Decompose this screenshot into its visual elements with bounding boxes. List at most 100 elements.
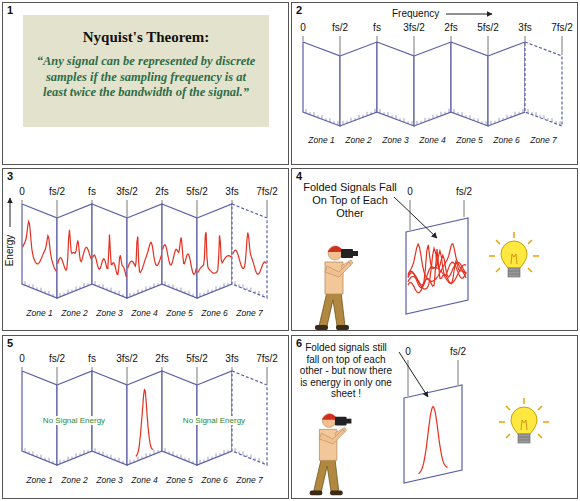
ruler-tick xyxy=(338,121,339,125)
folded-sheet xyxy=(340,42,377,126)
ruler-tick xyxy=(263,294,264,297)
ruler-tick xyxy=(169,284,170,287)
zone-label: Zone 4 xyxy=(419,135,445,145)
ruler-tick xyxy=(375,109,376,113)
zone-label: Zone 5 xyxy=(166,475,192,485)
callout-arrow xyxy=(394,197,437,238)
tick-line xyxy=(464,200,465,217)
ruler-tick xyxy=(165,448,166,452)
ruler-tick xyxy=(53,461,54,464)
folded-sheet xyxy=(451,42,488,126)
frequency-label: 0 xyxy=(300,22,306,33)
ruler-tick xyxy=(95,281,96,285)
frequency-label: 0 xyxy=(19,353,25,364)
ruler-tick xyxy=(548,118,549,121)
frequency-label: 3fs/2 xyxy=(116,353,138,364)
signal-curve xyxy=(93,235,127,278)
callout-text: Folded signals still fall on top of each… xyxy=(299,342,393,400)
ruler-tick xyxy=(72,457,73,460)
frequency-label: fs/2 xyxy=(49,353,65,364)
tick-line xyxy=(232,200,233,203)
ruler-tick xyxy=(60,293,61,297)
tick-line xyxy=(458,360,459,385)
ruler-tick xyxy=(396,115,397,119)
ruler-tick xyxy=(80,453,81,456)
tick-line xyxy=(92,200,93,203)
frequency-label: fs xyxy=(373,22,381,33)
tick-line xyxy=(57,200,58,217)
zone-label: Zone 1 xyxy=(308,135,334,145)
folded-sheet xyxy=(303,42,340,126)
ruler-tick xyxy=(458,112,459,115)
no-signal-label: No Signal Energy xyxy=(41,416,107,425)
ruler-tick xyxy=(138,290,139,294)
panel-number: 5 xyxy=(7,337,13,349)
ruler-tick xyxy=(142,290,143,293)
ruler-tick xyxy=(193,461,194,464)
ruler-tick xyxy=(355,118,356,121)
light-bulb xyxy=(499,398,549,443)
ruler-tick xyxy=(181,288,182,292)
ruler-tick xyxy=(347,121,348,124)
ruler-tick xyxy=(470,115,471,119)
frequency-label: 7fs/2 xyxy=(256,353,278,364)
ruler-tick xyxy=(235,281,236,285)
ruler-tick xyxy=(552,118,553,122)
ruler-tick xyxy=(224,283,225,287)
ruler-tick xyxy=(29,284,30,287)
ruler-tick xyxy=(138,457,139,461)
ruler-tick xyxy=(173,284,174,288)
ruler-tick xyxy=(84,283,85,287)
ruler-tick xyxy=(343,121,344,125)
ruler-tick xyxy=(239,284,240,287)
ruler-tick xyxy=(495,121,496,124)
ruler-tick xyxy=(384,112,385,115)
ruler-tick xyxy=(474,118,475,121)
tick-line xyxy=(562,36,563,55)
ruler-tick xyxy=(208,457,209,461)
ruler-tick xyxy=(115,458,116,461)
ruler-tick xyxy=(200,293,201,297)
folded-sheet xyxy=(525,42,562,126)
ruler-tick xyxy=(185,458,186,461)
zone-label: Zone 2 xyxy=(345,135,371,145)
ruler-tick xyxy=(255,291,256,294)
panel-number: 6 xyxy=(296,337,302,349)
ruler-tick xyxy=(142,457,143,460)
axis-title: Frequency xyxy=(392,8,439,19)
ruler-tick xyxy=(259,458,260,462)
ruler-tick xyxy=(388,112,389,116)
frequency-label: 5fs/2 xyxy=(186,186,208,197)
frequency-label: 5fs/2 xyxy=(477,22,499,33)
ruler-tick xyxy=(449,109,450,113)
ruler-tick xyxy=(169,451,170,454)
axis-title: Energy xyxy=(5,234,16,266)
zone-label: Zone 5 xyxy=(456,135,482,145)
zone-label: Zone 3 xyxy=(96,475,122,485)
ruler-tick xyxy=(193,294,194,297)
ruler-tick xyxy=(37,288,38,291)
frequency-label: fs/2 xyxy=(450,346,466,357)
ruler-tick xyxy=(251,455,252,459)
ruler-tick xyxy=(429,118,430,121)
ruler-tick xyxy=(99,451,100,454)
ruler-tick xyxy=(441,112,442,116)
ruler-tick xyxy=(454,109,455,113)
panel-number: 1 xyxy=(7,4,13,16)
signal-curve xyxy=(128,237,162,273)
ruler-tick xyxy=(111,455,112,459)
ruler-tick xyxy=(107,455,108,458)
tick-line xyxy=(267,367,268,384)
photographer xyxy=(310,414,352,496)
ruler-tick xyxy=(68,290,69,294)
ruler-tick xyxy=(523,109,524,113)
ruler-tick xyxy=(326,118,327,121)
ruler-tick xyxy=(486,121,487,125)
folded-sheet xyxy=(404,385,462,483)
frequency-arrow xyxy=(446,14,492,15)
tick-line xyxy=(22,200,23,203)
ruler-tick xyxy=(491,121,492,125)
tick-line xyxy=(525,36,526,41)
ruler-tick xyxy=(200,460,201,464)
folded-sheet xyxy=(162,204,197,298)
